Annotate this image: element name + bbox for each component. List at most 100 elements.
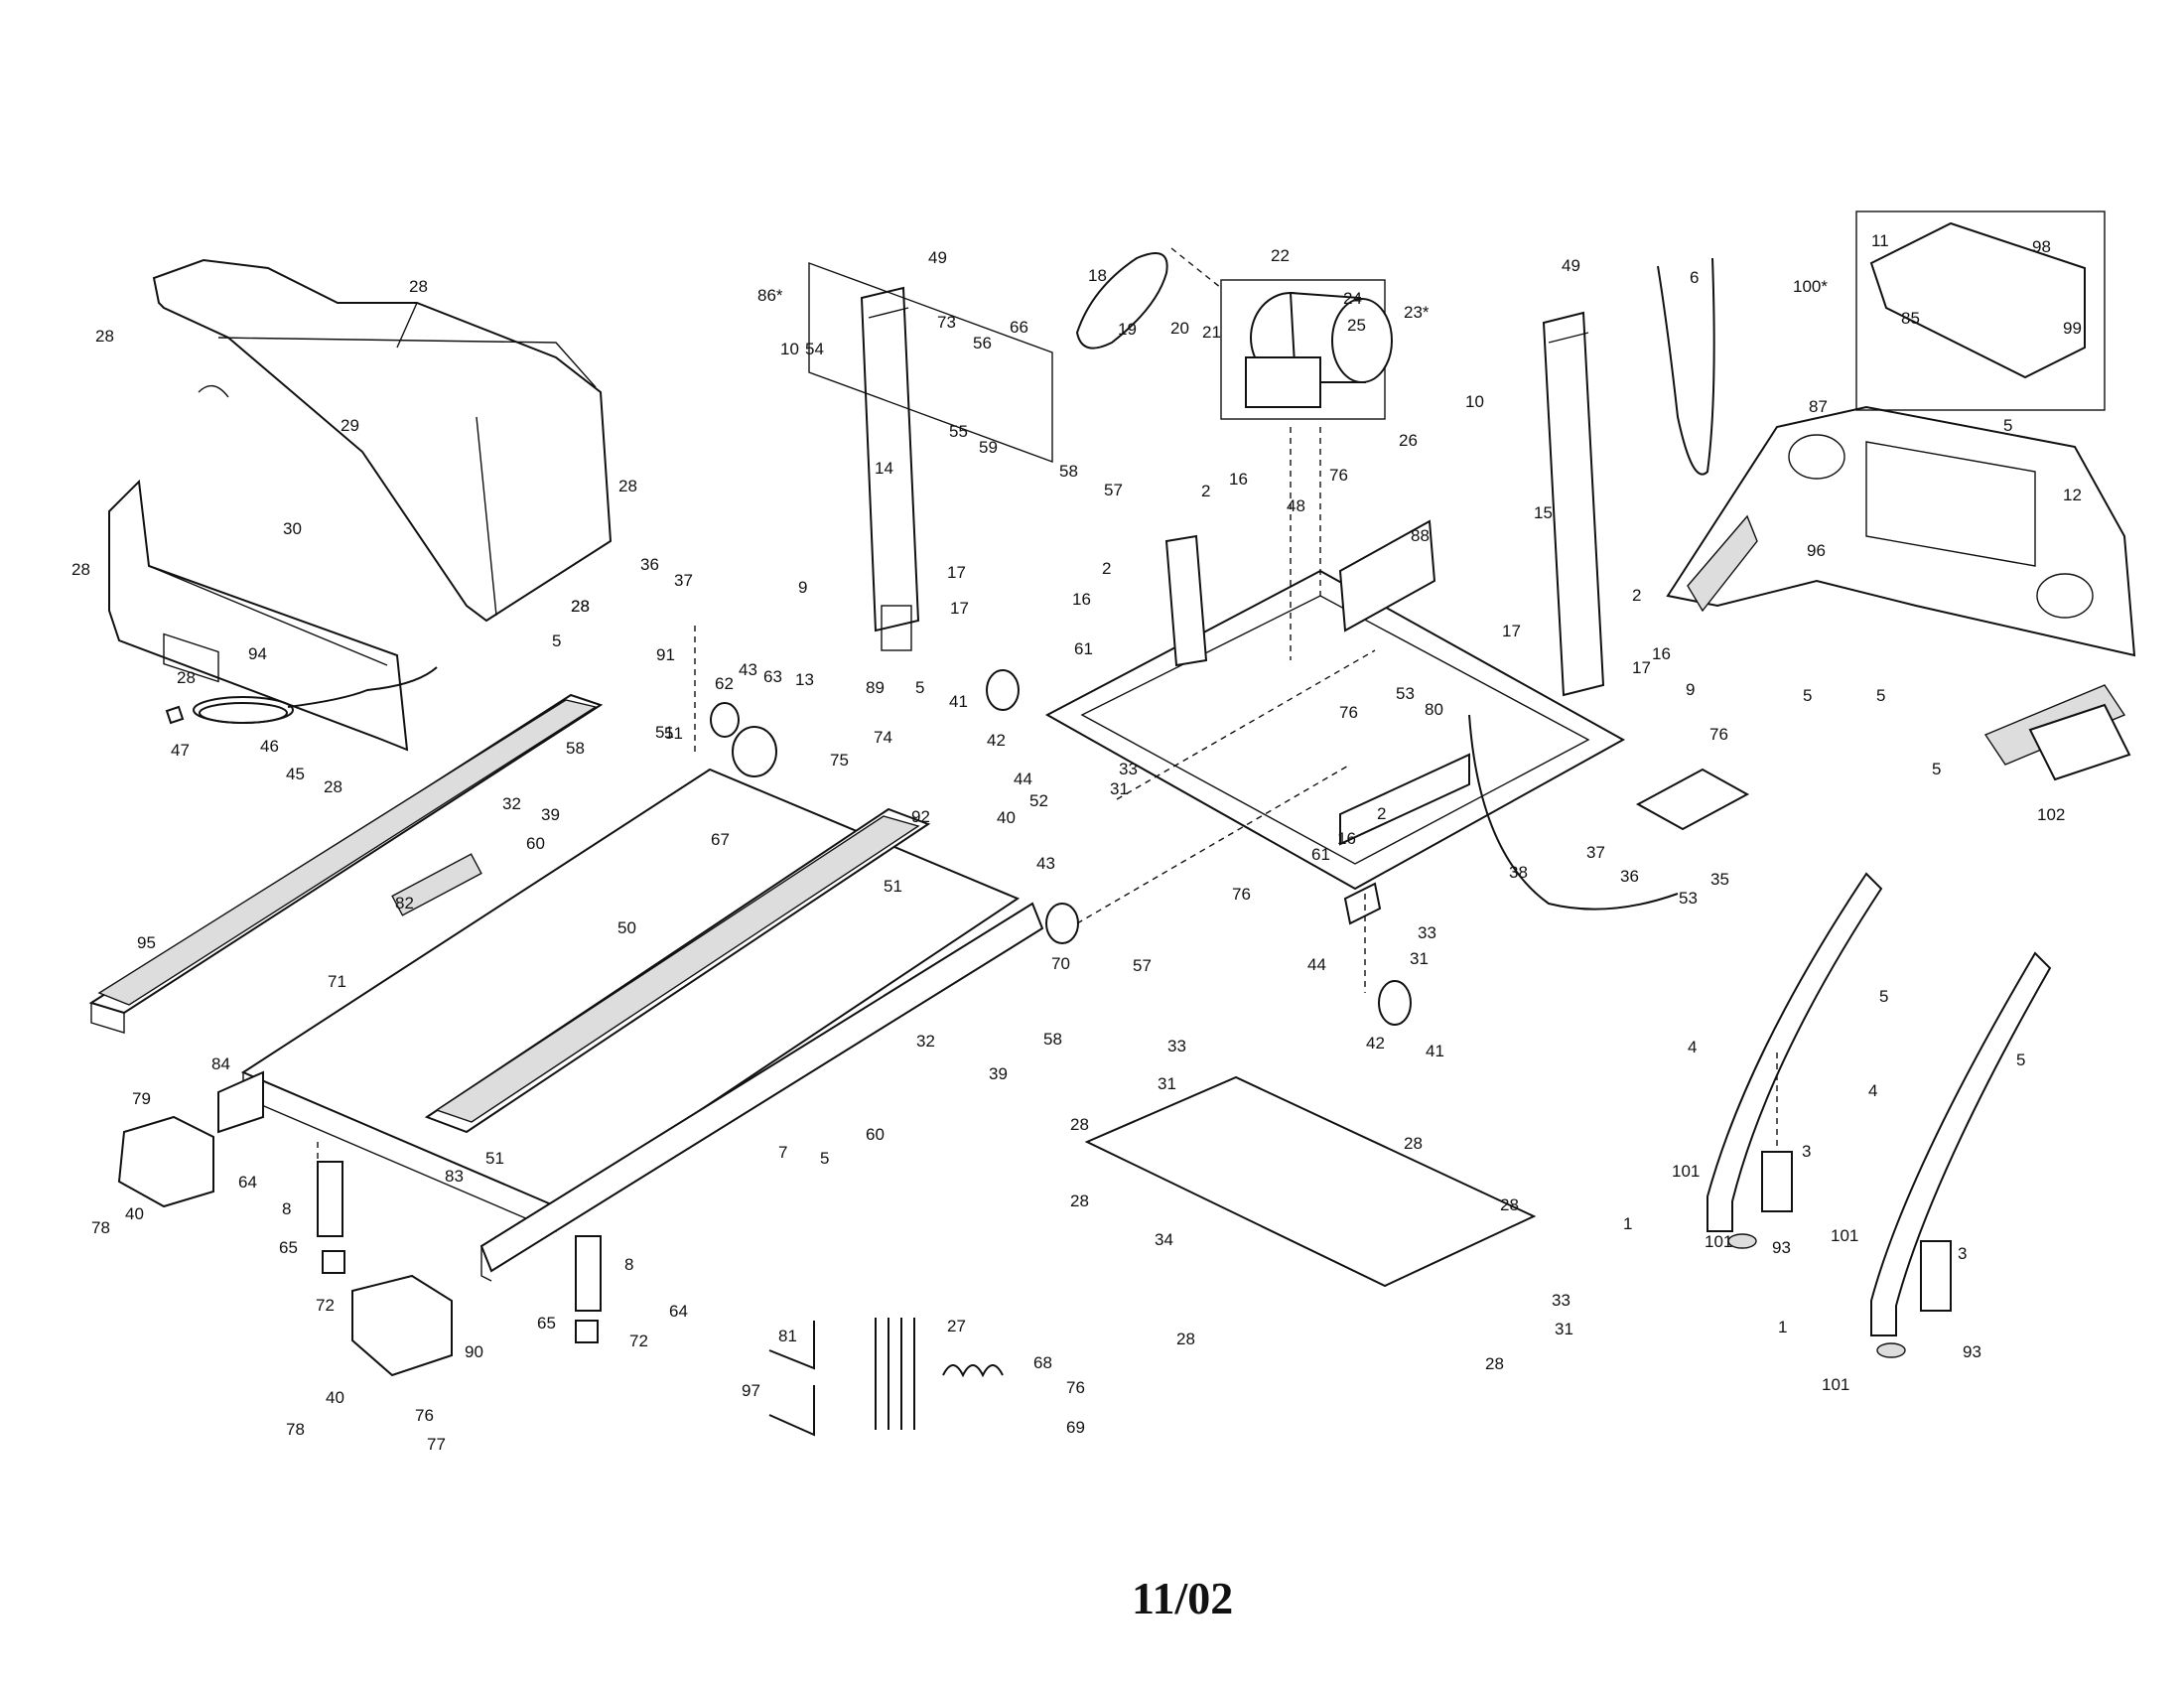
callout: 76 — [415, 1406, 434, 1425]
callout: 44 — [1014, 770, 1032, 788]
callout: 31 — [1410, 949, 1429, 968]
callout: 51 — [884, 877, 902, 896]
callout: 28 — [1500, 1195, 1519, 1214]
callout: 53 — [1396, 684, 1415, 703]
callout: 21 — [1202, 323, 1221, 342]
callout: 38 — [1509, 863, 1528, 882]
callout: 58 — [1059, 462, 1078, 481]
callout: 75 — [830, 751, 849, 770]
callout: 17 — [1632, 658, 1651, 677]
callout: 63 — [763, 667, 782, 686]
part-86-roller-assembly-panel — [808, 261, 1053, 464]
callout: 42 — [987, 731, 1006, 750]
callout: 55 — [949, 422, 968, 441]
part-right-upright — [1542, 311, 1605, 697]
callout: 80 — [1425, 700, 1443, 719]
callout: 92 — [911, 807, 930, 826]
callout: 35 — [1710, 870, 1729, 889]
callout: 96 — [1807, 541, 1826, 560]
callout: 27 — [947, 1317, 966, 1335]
part-100-console-overlay-box — [1855, 210, 2106, 411]
callout: 28 — [177, 668, 196, 687]
callout: 90 — [465, 1342, 483, 1361]
callout: 36 — [640, 555, 659, 574]
callout: 64 — [238, 1173, 257, 1192]
callout: 48 — [1287, 496, 1305, 515]
callout: 5 — [1932, 760, 1941, 778]
callout: 33 — [1167, 1037, 1186, 1055]
callout: 41 — [949, 692, 968, 711]
callout: 36 — [1620, 867, 1639, 886]
callout: 5 — [915, 678, 924, 697]
callout: 2 — [1201, 482, 1210, 500]
callout: 76 — [1329, 466, 1348, 485]
callout: 28 — [1070, 1115, 1089, 1134]
part-72-right-foot — [575, 1320, 599, 1343]
callout: 76 — [1232, 885, 1251, 904]
part-4-handrail-left — [1706, 872, 1883, 1232]
callout: 73 — [937, 313, 956, 332]
part-53-wire-harness — [1468, 714, 1679, 911]
part-97-hex-key — [768, 1385, 815, 1437]
callout: 56 — [973, 334, 992, 352]
callout: 5 — [1879, 987, 1888, 1006]
part-console — [1666, 405, 2136, 766]
callout: 11 — [1871, 231, 1889, 250]
callout: 49 — [1562, 256, 1580, 275]
callout: 4 — [1688, 1038, 1697, 1056]
callout: 101 — [1705, 1232, 1732, 1251]
part-6-strap — [1657, 257, 1715, 476]
callout: 98 — [2032, 237, 2051, 256]
callout: 97 — [742, 1381, 760, 1400]
callout: 51 — [664, 724, 683, 743]
callout: 64 — [669, 1302, 688, 1321]
callout: 12 — [2063, 486, 2082, 504]
part-3-handrail-mount-right — [1920, 1240, 1952, 1312]
callout: 50 — [617, 918, 636, 937]
callout: 22 — [1271, 246, 1290, 265]
part-8-right-bracket — [575, 1235, 602, 1312]
callout: 16 — [1652, 644, 1671, 663]
callout: 40 — [125, 1204, 144, 1223]
callout: 5 — [552, 632, 561, 650]
callout: 89 — [866, 678, 885, 697]
callout: 33 — [1119, 760, 1138, 778]
callout: 43 — [739, 660, 757, 679]
callout: 20 — [1170, 319, 1189, 338]
callout: 1 — [1623, 1214, 1632, 1233]
callout: 60 — [866, 1125, 885, 1144]
callout: 101 — [1822, 1375, 1849, 1394]
callout: 76 — [1339, 703, 1358, 722]
callout: 28 — [324, 777, 342, 796]
callout: 31 — [1555, 1320, 1573, 1338]
callout: 5 — [1876, 686, 1885, 705]
callout: 23* — [1404, 303, 1430, 322]
callout: 28 — [571, 597, 590, 616]
callout: 28 — [1176, 1330, 1195, 1348]
callout: 9 — [798, 578, 807, 597]
callout: 28 — [71, 560, 90, 579]
part-right-foot-rail — [424, 807, 931, 1134]
assembly-dashed-lines — [317, 247, 1778, 1162]
callout: 5 — [820, 1149, 829, 1168]
callout: 34 — [1155, 1230, 1173, 1249]
callout: 70 — [1051, 954, 1070, 973]
callout: 51 — [485, 1149, 504, 1168]
callout: 18 — [1088, 266, 1107, 285]
callout: 8 — [624, 1255, 633, 1274]
callout: 5 — [2016, 1051, 2025, 1069]
footer-date-code: 11/02 — [1132, 1573, 1233, 1623]
part-79-endcap — [117, 1115, 214, 1208]
callout: 54 — [805, 340, 824, 358]
part-4-handrail-right — [1870, 951, 2052, 1336]
part-70-wheel — [1045, 903, 1079, 944]
callout: 58 — [1043, 1030, 1062, 1049]
callout: 17 — [950, 599, 969, 618]
part-drive-belt — [1075, 252, 1168, 350]
callout: 16 — [1229, 470, 1248, 489]
callout: 37 — [1586, 843, 1605, 862]
callout: 28 — [571, 597, 590, 616]
callout: 74 — [874, 728, 892, 747]
callout: 84 — [211, 1054, 230, 1073]
callout: 62 — [715, 674, 734, 693]
